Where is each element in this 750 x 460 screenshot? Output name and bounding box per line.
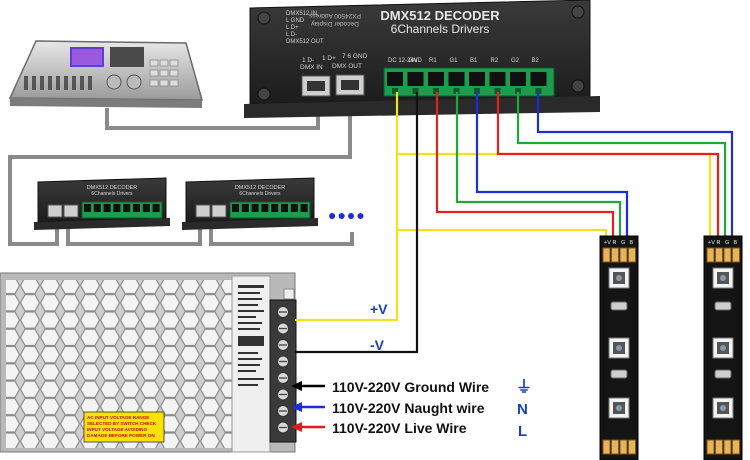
- strip-pin-label: R: [613, 240, 617, 246]
- ground-symbol-icon: ⏚: [516, 378, 532, 396]
- strip-pin-label: +V: [708, 240, 715, 246]
- wire-plus-v-psu: [295, 230, 399, 322]
- decoder-subtitle: 6Channels Drivers: [391, 22, 490, 36]
- data-label-1: 1 D+: [322, 55, 336, 62]
- wire-plus-v-strip1: [395, 154, 608, 238]
- terminal-slot: [448, 72, 465, 86]
- terminal-slot: [510, 72, 526, 86]
- psu-warning-label: [83, 411, 165, 443]
- warning-line-1: SELECTED BY SWITCH CHECK: [87, 421, 157, 426]
- terminal-label: GND: [409, 58, 423, 64]
- strip-pin-label: G: [621, 240, 625, 246]
- wire-r1: [435, 92, 615, 238]
- port-label-out: DMX OUT: [332, 63, 362, 70]
- neutral-symbol: N: [517, 401, 528, 418]
- decoder-mirror-text: Decoder Display: [310, 20, 358, 27]
- continuation-dots: ●●●●: [328, 207, 366, 223]
- strip-pin-label: B: [630, 240, 634, 246]
- terminal-label: G2: [511, 58, 520, 64]
- data-label-0: 1 D-: [302, 57, 314, 64]
- ground-wire-label: 110V-220V Ground Wire: [332, 379, 489, 395]
- chained-port-in: [47, 204, 63, 218]
- terminal-label: B1: [470, 58, 478, 64]
- chained-port-out: [63, 204, 79, 218]
- chained-port-in: [195, 204, 211, 218]
- psu-plus-label: +V: [370, 301, 388, 317]
- decoder-title: DMX512 DECODER: [380, 8, 500, 23]
- chained-decoder-subtitle: 6Channels Drivers: [91, 191, 133, 197]
- decoder-to-chain-cable: [8, 92, 352, 246]
- wire-b2: [536, 92, 734, 238]
- terminal-slot: [530, 72, 547, 86]
- side-label-2: L D+: [286, 25, 299, 31]
- decoder-model-text: PX24500 Address: [308, 12, 361, 19]
- warning-line-3: DAMAGE BEFORE POWER ON: [87, 433, 155, 438]
- strip-pin-label: R: [717, 240, 721, 246]
- terminal-slot: [407, 72, 424, 86]
- live-wire-label: 110V-220V Live Wire: [332, 420, 467, 436]
- wire-minus-v: [295, 92, 419, 354]
- wire-g1: [455, 92, 622, 238]
- strip-pin-label: G: [725, 240, 729, 246]
- chained-decoder-subtitle: 6Channels Drivers: [239, 191, 281, 197]
- strip-pin-label: +V: [604, 240, 611, 246]
- power-supply: AC INPUT VOLTAGE RANGE SELECTED BY SWITC…: [0, 272, 297, 453]
- decoder-terminal-block: [383, 67, 555, 97]
- terminal-label: R2: [491, 58, 499, 64]
- lighting-console: [8, 40, 203, 108]
- chained-terminal-block: [229, 201, 311, 219]
- psu-minus-label: -V: [370, 337, 385, 353]
- warning-line-0: AC INPUT VOLTAGE RANGE: [87, 415, 149, 420]
- strip-pin-label: B: [734, 240, 738, 246]
- terminal-label: G1: [450, 58, 459, 64]
- ac-input-legend: 110V-220V Ground Wire ⏚ 110V-220V Naught…: [291, 378, 532, 440]
- terminal-slot: [387, 72, 403, 86]
- side-label-1: L GND: [286, 18, 305, 24]
- chain-out-cable: [209, 226, 354, 246]
- chained-terminal-block: [81, 201, 163, 219]
- side-label-4: DMX512 OUT: [286, 39, 324, 45]
- chained-port-out: [211, 204, 227, 218]
- wire-b1: [475, 92, 629, 238]
- data-label-2: 7 6 GND: [342, 53, 368, 60]
- side-label-0: DMX512 IN: [286, 11, 317, 17]
- port-label-in: DMX IN: [300, 64, 323, 71]
- chain-link-cable: [66, 226, 202, 246]
- terminal-label: R1: [429, 58, 437, 64]
- live-symbol: L: [518, 423, 527, 440]
- terminal-slot: [469, 72, 485, 86]
- wire-g2: [516, 92, 727, 238]
- chained-decoder-title: DMX512 DECODER: [235, 185, 285, 191]
- warning-line-2: INPUT VOLTAGE AVOIDING: [87, 427, 147, 432]
- chained-decoder-title: DMX512 DECODER: [87, 185, 137, 191]
- main-decoder: DMX512 DECODER 6Channels Drivers PX24500…: [244, 0, 600, 118]
- neutral-wire-label: 110V-220V Naught wire: [332, 400, 485, 416]
- terminal-label: DC 12-24V: [388, 58, 418, 64]
- wire-r2: [496, 92, 720, 238]
- terminal-slot: [428, 72, 444, 86]
- side-label-3: L D-: [286, 32, 297, 38]
- terminal-label: B2: [532, 58, 540, 64]
- terminal-slot: [489, 72, 506, 86]
